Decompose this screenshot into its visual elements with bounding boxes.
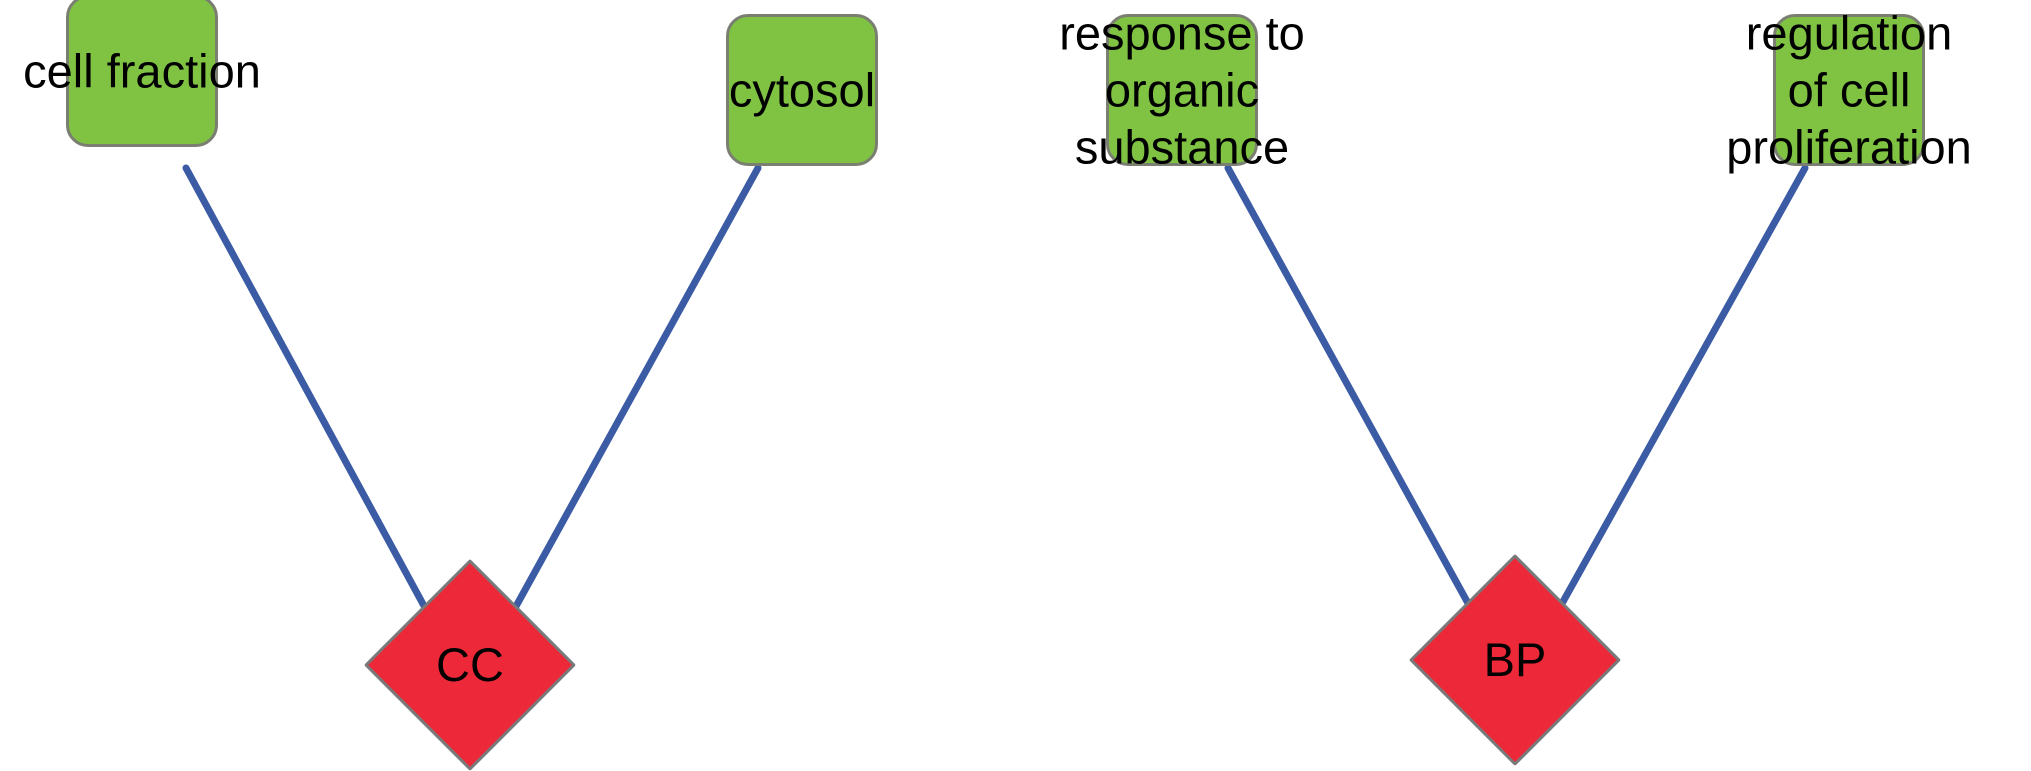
node-cc-root[interactable]: [363, 558, 577, 771]
node-bp-root[interactable]: [1408, 553, 1622, 767]
node-cell-fraction[interactable]: [66, 0, 218, 147]
node-regulation-of-cell-proliferation[interactable]: [1773, 14, 1925, 166]
edge-cell-fraction-to-cc: [182, 164, 440, 632]
node-cytosol[interactable]: [726, 14, 878, 166]
node-response-to-organic-substance[interactable]: [1106, 14, 1258, 166]
edge-response-to-organic-substance-to-bp: [1224, 164, 1484, 629]
edge-regulation-of-cell-proliferation-to-bp: [1546, 164, 1809, 629]
edge-cytosol-to-cc: [500, 164, 762, 632]
